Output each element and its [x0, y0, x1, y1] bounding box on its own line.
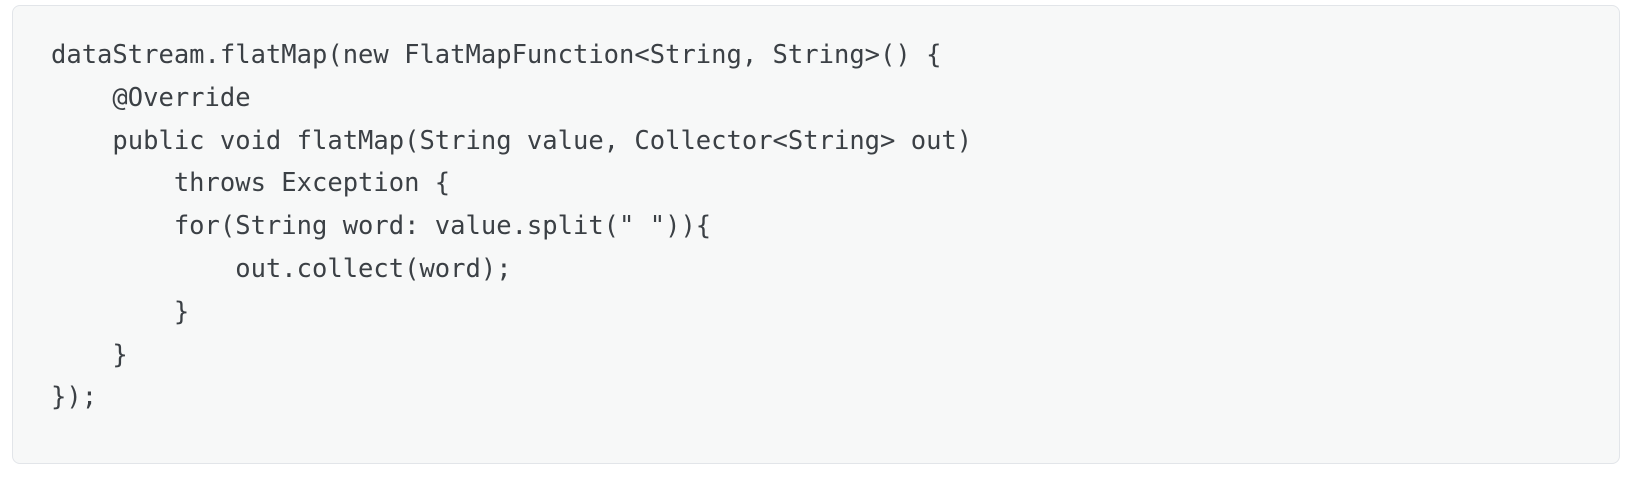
code-line: out.collect(word); [51, 253, 512, 284]
code-line: } [51, 339, 128, 370]
code-block: dataStream.flatMap(new FlatMapFunction<S… [12, 5, 1620, 464]
code-line: for(String word: value.split(" ")){ [51, 211, 712, 242]
code-line: @Override [51, 82, 251, 113]
code-line: public void flatMap(String value, Collec… [51, 125, 973, 156]
code-line: }); [51, 382, 98, 413]
code-line: dataStream.flatMap(new FlatMapFunction<S… [51, 40, 942, 70]
code-content[interactable]: dataStream.flatMap(new FlatMapFunction<S… [13, 6, 1619, 449]
code-line: } [51, 296, 190, 327]
code-lines: dataStream.flatMap(new FlatMapFunction<S… [51, 34, 1589, 419]
code-line: throws Exception { [51, 168, 451, 199]
